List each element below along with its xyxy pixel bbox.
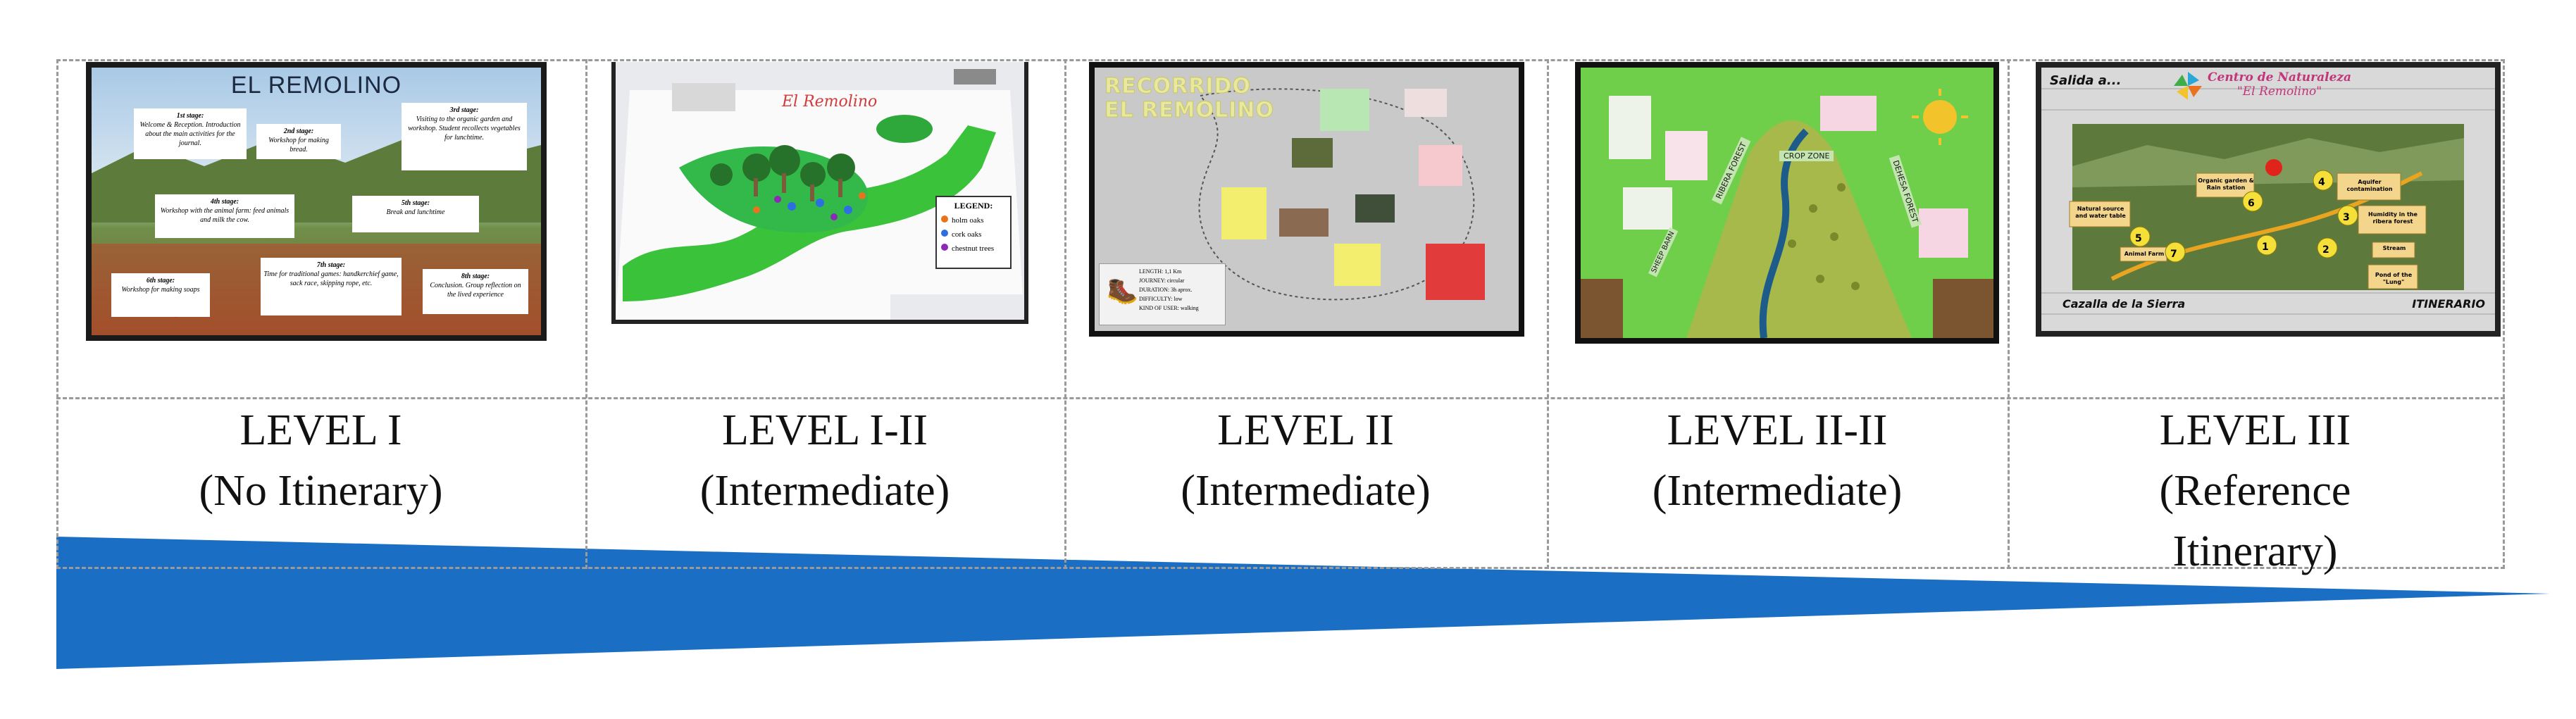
legend-item: chestnut trees: [941, 244, 1006, 253]
stop-label: Pond of the "Lung": [2375, 272, 2413, 285]
grid-col-border: [1547, 59, 1549, 569]
heading-line: EL REMOLINO: [1105, 98, 1274, 123]
level-2-2-board-image: [1581, 68, 1993, 338]
brand-line: "El Remolino": [2236, 85, 2322, 99]
level-1-thumbnail: EL REMOLINO 1st stage:Welcome & Receptio…: [86, 62, 547, 341]
legend-swatch: [941, 230, 948, 237]
stage-card: 6th stage:Workshop for making soaps: [111, 273, 210, 317]
level-subtitle: (Intermediate): [1181, 467, 1431, 515]
route-info-box: 🥾 LENGTH: 1,1 Km JOURNEY: circular DURAT…: [1099, 263, 1226, 325]
stop-label: Aquifer contamination: [2346, 179, 2393, 192]
stage-card: 5th stage:Break and lunchtime: [352, 196, 479, 232]
level-1-2-thumbnail: El Remolino LEGEND: holm oaks cork oaks …: [611, 62, 1028, 324]
stop-label: Animal Farm: [2124, 251, 2165, 257]
level-2-heading: RECORRIDO EL REMOLINO: [1105, 74, 1274, 123]
legend-title: LEGEND:: [954, 201, 993, 211]
level-title: LEVEL I: [239, 406, 402, 454]
level-1-heading: EL REMOLINO: [230, 72, 402, 99]
level-1-label: LEVEL I (No Itinerary): [56, 400, 585, 521]
stage-card: 8th stage:Conclusion. Group reflection o…: [423, 269, 528, 314]
info-line: LENGTH: 1,1 Km: [1139, 268, 1182, 275]
level-title: LEVEL I-II: [721, 406, 928, 454]
stop-number: 5: [2135, 233, 2142, 244]
map-label: El Remolino: [782, 93, 878, 111]
hiker-icon: 🥾: [1107, 277, 1138, 305]
legend-swatch: [941, 244, 948, 251]
level-3-map-image: [2041, 68, 2495, 331]
stop-label: Organic garden & Rain station: [2198, 177, 2254, 191]
level-title: LEVEL III: [2159, 406, 2351, 454]
stage-card: 7th stage:Time for traditional games: ha…: [261, 258, 402, 315]
stop-number: 3: [2343, 212, 2350, 223]
level-3-brand: Centro de Naturaleza "El Remolino": [2208, 70, 2351, 99]
level-2-2-thumbnail: CROP ZONE RIBERA FOREST DEHESA FOREST SH…: [1575, 62, 1999, 344]
stage-card: 2nd stage:Workshop for making bread.: [256, 124, 341, 159]
level-subtitle: (Intermediate): [1652, 467, 1903, 515]
level-title: LEVEL II: [1217, 406, 1394, 454]
grid-col-border: [585, 59, 587, 569]
grid-bottom-border: [56, 567, 2505, 569]
stage-card: 4th stage:Workshop with the animal farm:…: [155, 194, 294, 238]
stop-number: 4: [2318, 177, 2325, 188]
brand-line: Centro de Naturaleza: [2208, 70, 2352, 85]
stop-label: Humidity in the ribera forest: [2368, 211, 2418, 225]
level-3-label: LEVEL III (Reference Itinerary): [2008, 400, 2503, 582]
stop-number: 1: [2262, 242, 2269, 253]
stop-number: 7: [2170, 249, 2177, 260]
grid-col-border: [2008, 59, 2010, 569]
level-1-2-model-image: [616, 62, 1024, 320]
grid-col-border: [2503, 59, 2505, 569]
zone-label-crop: CROP ZONE: [1779, 151, 1834, 161]
info-line: DIFFICULTY: low: [1139, 296, 1183, 302]
stop-label: Stream: [2382, 245, 2406, 251]
level-2-2-label: LEVEL II-II (Intermediate): [1547, 400, 2008, 521]
level-3-thumbnail: Salida a... Centro de Naturaleza "El Rem…: [2036, 62, 2501, 337]
grid-row-divider: [56, 397, 2505, 399]
level-subtitle: Itinerary): [2172, 527, 2338, 575]
stage-card: 1st stage:Welcome & Reception. Introduct…: [134, 108, 247, 159]
stage-card: 3rd stage:Visiting to the organic garden…: [402, 103, 527, 170]
legend-swatch: [941, 215, 948, 223]
level-subtitle: (Reference: [2159, 467, 2351, 515]
levels-grid: [56, 59, 2505, 569]
level-1-2-label: LEVEL I-II (Intermediate): [585, 400, 1064, 521]
grid-top-border: [56, 59, 2505, 61]
info-line: KIND OF USER: walking: [1139, 305, 1199, 311]
info-line: DURATION: 3h aprox.: [1139, 287, 1193, 293]
stop-number: 2: [2322, 244, 2329, 256]
legend-item: holm oaks: [941, 215, 1006, 225]
level-3-bottom-left: Cazalla de la Sierra: [2062, 297, 2186, 311]
grid-col-border: [1064, 59, 1066, 569]
info-line: JOURNEY: circular: [1139, 277, 1185, 284]
stop-number: 6: [2248, 198, 2255, 209]
level-2-thumbnail: RECORRIDO EL REMOLINO 🥾 LENGTH: 1,1 Km J…: [1089, 62, 1524, 337]
level-2-label: LEVEL II (Intermediate): [1064, 400, 1547, 521]
stop-label: Natural source and water table: [2075, 206, 2126, 219]
legend-item: cork oaks: [941, 230, 1006, 239]
heading-line: RECORRIDO: [1105, 74, 1251, 99]
level-3-bottom-right: ITINERARIO: [2412, 297, 2485, 311]
level-subtitle: (No Itinerary): [199, 467, 443, 515]
grid-col-border: [56, 59, 58, 569]
legend-box: LEGEND: holm oaks cork oaks chestnut tre…: [935, 196, 1012, 269]
level-title: LEVEL II-II: [1667, 406, 1888, 454]
brand-logo-icon: [2172, 70, 2203, 101]
level-3-top-left: Salida a...: [2050, 73, 2122, 88]
level-subtitle: (Intermediate): [699, 467, 950, 515]
